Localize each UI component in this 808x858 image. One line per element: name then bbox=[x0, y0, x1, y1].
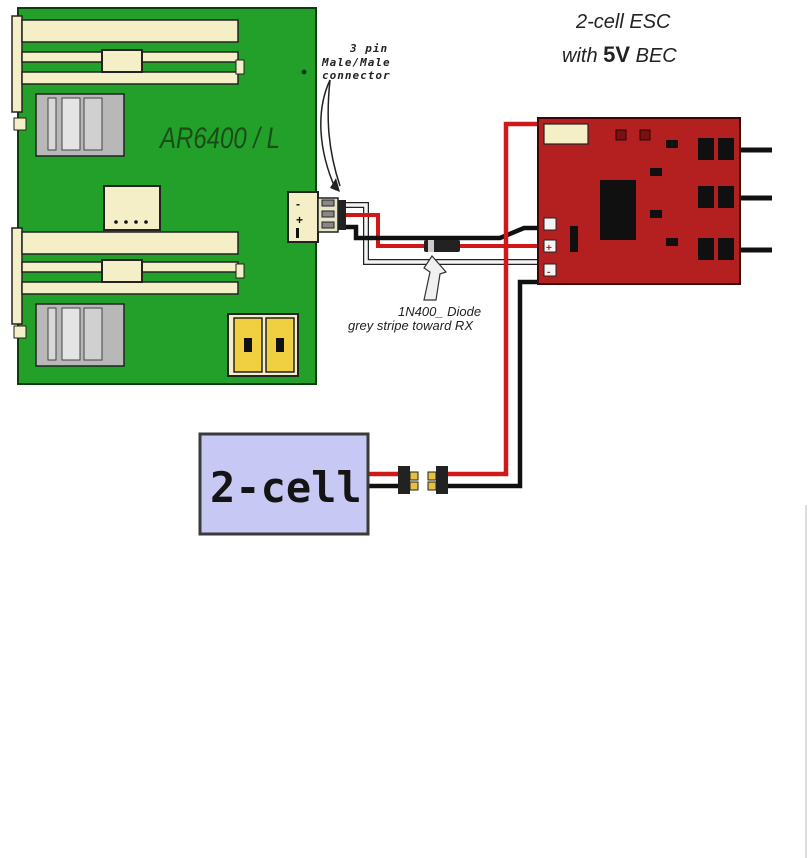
receiver-pin-minus: - bbox=[296, 197, 300, 211]
esc-pin-minus: - bbox=[547, 267, 550, 278]
connector-label-line2: Male/Male bbox=[321, 56, 391, 69]
servo-rail-bottom bbox=[11, 227, 245, 325]
battery-pack-icon: 2-cell bbox=[198, 432, 370, 536]
receiver-board: AR6400 / L - + bbox=[11, 7, 319, 385]
receiver-port-block bbox=[103, 185, 161, 231]
esc-title-prefix: with bbox=[562, 45, 603, 67]
connector-label-line3: connector bbox=[322, 69, 391, 82]
esc-board: + - bbox=[537, 117, 741, 285]
connector-callout-line bbox=[320, 79, 337, 191]
esc-title-line1: 2-cell ESC bbox=[575, 11, 671, 33]
battery-connector bbox=[398, 466, 419, 494]
diode-icon bbox=[424, 240, 460, 252]
battery-label: 2-cell bbox=[210, 463, 362, 512]
diode-callout-arrow bbox=[423, 255, 448, 301]
esc-pin-plus: + bbox=[546, 243, 552, 254]
diode-label-line2: grey stripe toward RX bbox=[348, 318, 474, 333]
receiver-satellite-ports bbox=[227, 313, 299, 377]
servo-rail-top bbox=[11, 15, 245, 113]
receiver-name: AR6400 / L bbox=[158, 120, 280, 154]
esc-title-line2: with 5V BEC bbox=[562, 42, 677, 67]
servo-icon bbox=[13, 303, 125, 367]
esc-title-suffix: BEC bbox=[630, 45, 677, 67]
connector-label-line1: 3 pin bbox=[349, 42, 388, 55]
male-male-connector bbox=[317, 197, 346, 233]
diode-label-line1: 1N400_ Diode bbox=[398, 304, 481, 319]
receiver-battery-port: - + bbox=[287, 191, 319, 243]
receiver-pin-plus: + bbox=[296, 213, 303, 227]
servo-icon bbox=[13, 93, 125, 157]
esc-title-bec: 5V bbox=[603, 42, 630, 67]
esc-battery-connector bbox=[427, 466, 448, 494]
